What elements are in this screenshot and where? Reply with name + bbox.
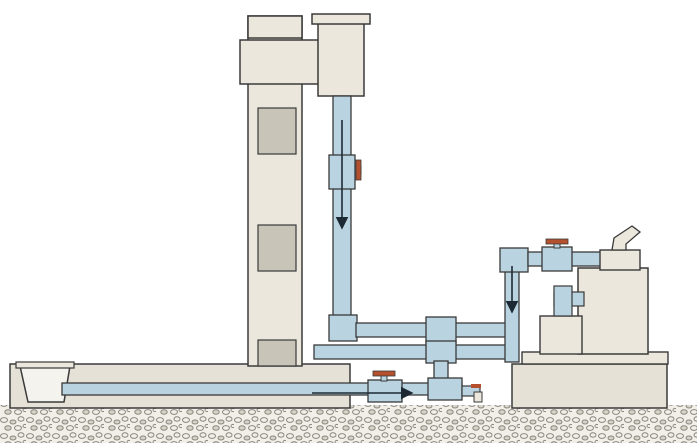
pump-outlet-elbow xyxy=(553,285,573,317)
vertical-valve-handle xyxy=(355,159,362,181)
lower-tee-fitting xyxy=(425,340,457,364)
elbow-fitting xyxy=(328,314,358,342)
buried-stub-cap xyxy=(473,391,483,403)
tee-fitting xyxy=(425,316,457,344)
wall-window xyxy=(257,107,297,155)
buried-valve-handle xyxy=(372,370,396,377)
filter-top xyxy=(599,249,641,271)
pump-top-elbow xyxy=(499,247,529,273)
filter-lever xyxy=(611,225,642,251)
wall-window xyxy=(257,339,297,367)
filter-housing xyxy=(577,267,649,355)
header-tank xyxy=(317,21,365,97)
buried-valve-body xyxy=(367,379,403,403)
skimmer-rim xyxy=(15,361,75,369)
wall-cap xyxy=(247,15,303,39)
horizontal-pipe-lower xyxy=(313,344,515,360)
equipment-pad xyxy=(511,363,668,409)
pump-motor xyxy=(539,315,583,355)
top-valve-body xyxy=(541,246,573,272)
gravel-bed xyxy=(0,405,697,443)
wall-window xyxy=(257,224,297,272)
top-valve-handle xyxy=(545,238,569,245)
wall-ledge xyxy=(239,39,321,85)
buried-elbow xyxy=(427,377,463,401)
buried-stub-tag xyxy=(471,384,481,388)
header-tank-lid xyxy=(311,13,371,25)
